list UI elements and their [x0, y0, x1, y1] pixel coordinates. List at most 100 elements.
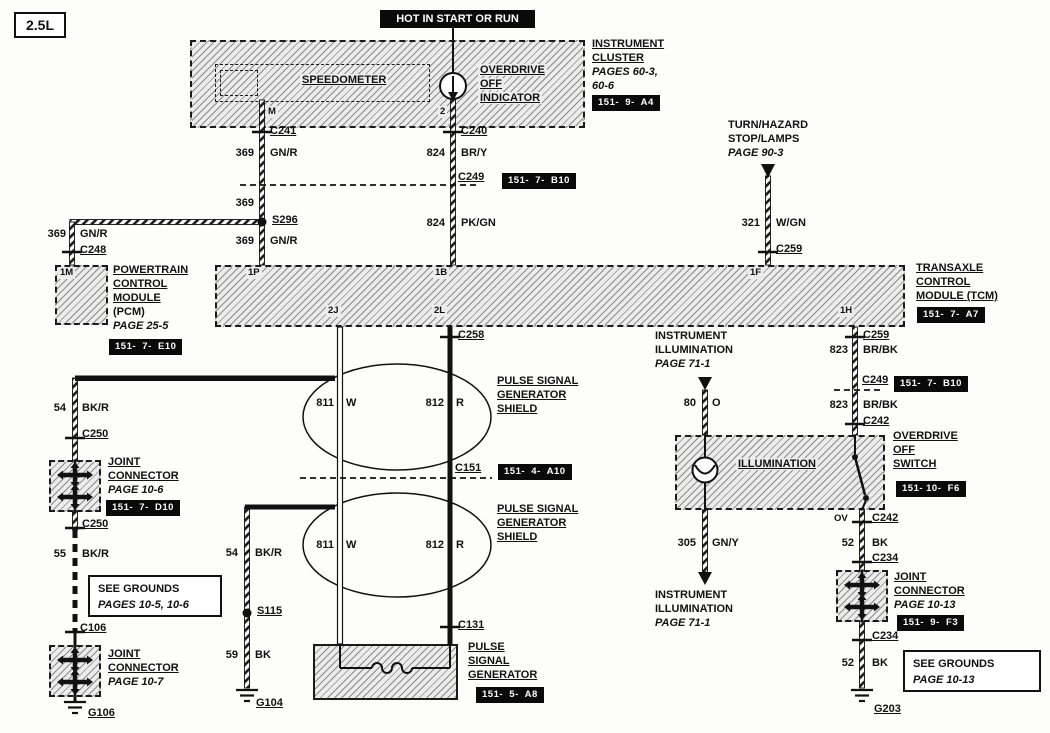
wire-812-number: 812: [425, 397, 444, 409]
cluster-title: CLUSTER: [592, 52, 644, 64]
grid-ref-jc3: 151- 9- F3: [897, 615, 965, 631]
wire-823-color: BR/BK: [863, 344, 898, 356]
wire-80-color: O: [712, 397, 721, 409]
illumination-switch-box: [675, 435, 885, 510]
grid-ref-cluster: 151- 9- A4: [592, 95, 660, 111]
connector-c242: C242: [863, 415, 890, 427]
pcm-title: CONTROL: [113, 278, 168, 290]
joint-connector-title: JOINT: [894, 571, 927, 583]
joint-connector-page: PAGE 10-13: [894, 599, 956, 611]
joint-connector-title: CONNECTOR: [108, 662, 179, 674]
overdrive-indicator-label: OVERDRIVE: [478, 64, 547, 76]
connector-c241: C241: [270, 125, 297, 137]
joint-connector-page: PAGE 10-7: [108, 676, 164, 688]
ground-g106: G106: [88, 707, 115, 719]
wire-812-number: 812: [425, 539, 444, 551]
wire-823-color: BR/BK: [863, 399, 898, 411]
illumination-in-label: ILLUMINATION: [655, 344, 734, 356]
wire-369-number: 369: [235, 235, 254, 247]
turn-hazard-page: PAGE 90-3: [728, 147, 784, 159]
wire-369-color: GN/R: [270, 147, 298, 159]
psg-title: GENERATOR: [468, 669, 538, 681]
wire-55-color: BK/R: [82, 548, 109, 560]
connector-c259: C259: [863, 329, 890, 341]
wire-811-number: 811: [316, 539, 334, 551]
psg-title: PULSE: [468, 641, 505, 653]
grid-ref-c249b: 151- 7- B10: [894, 376, 968, 392]
wire-80-number: 80: [683, 397, 696, 409]
connector-c250: C250: [82, 518, 109, 530]
power-source-banner: HOT IN START OR RUN: [380, 10, 535, 28]
see-grounds-title: SEE GROUNDS: [98, 583, 180, 595]
turn-hazard-label: TURN/HAZARD: [728, 119, 809, 131]
wire-305-number: 305: [677, 537, 696, 549]
cluster-pages: PAGES 60-3,: [592, 66, 658, 78]
wire-811-color: W: [346, 539, 357, 551]
wire-321-number: 321: [741, 217, 760, 229]
wire-812-color: R: [456, 539, 464, 551]
shield-title: PULSE SIGNAL: [497, 503, 579, 515]
wire-369-number: 369: [235, 147, 254, 159]
joint-connector-2-box: [49, 645, 101, 697]
shield-title: GENERATOR: [497, 389, 567, 401]
illumination-in-page: PAGE 71-1: [655, 358, 711, 370]
wire-823-number: 823: [829, 344, 848, 356]
wire-54-color: BK/R: [82, 402, 109, 414]
wire-59-number: 59: [225, 649, 238, 661]
tcm-title: MODULE (TCM): [916, 290, 998, 302]
wire-824-number: 824: [426, 217, 445, 229]
pin-2j: 2J: [326, 305, 341, 317]
wire-824-color: BR/Y: [461, 147, 488, 159]
ground-g203: G203: [874, 703, 901, 715]
illumination-out-label: INSTRUMENT: [655, 589, 728, 601]
grid-ref-c151: 151- 4- A10: [498, 464, 572, 480]
connector-c249: C249: [862, 374, 889, 386]
pcm-title: POWERTRAIN: [113, 264, 189, 276]
grid-ref-odswitch: 151- 10- F6: [896, 481, 966, 497]
connector-c234: C234: [872, 630, 899, 642]
wire-811-number: 811: [316, 397, 334, 409]
connector-c240: C240: [461, 125, 488, 137]
grid-ref-psg: 151- 5- A8: [476, 687, 544, 703]
ground-symbols: [62, 688, 875, 715]
wire-55-number: 55: [53, 548, 66, 560]
connector-c234: C234: [872, 552, 899, 564]
overdrive-indicator-label: OFF: [478, 78, 504, 90]
pcm-title: (PCM): [113, 306, 145, 318]
see-grounds-note-1: SEE GROUNDS PAGES 10-5, 10-6: [88, 575, 222, 617]
splice-s115: S115: [257, 605, 283, 617]
pin-2l: 2L: [432, 305, 448, 317]
wire-52-number: 52: [841, 657, 854, 669]
wire-369-color: GN/R: [80, 228, 108, 240]
engine-label: 2.5L: [14, 12, 66, 38]
pin-2: 2: [438, 106, 448, 118]
wire-369-number: 369: [235, 197, 254, 209]
joint-connector-3-box: [836, 570, 888, 622]
pin-1p: 1P: [246, 267, 262, 279]
shield-title: SHIELD: [497, 403, 538, 415]
cluster-title: INSTRUMENT: [592, 38, 665, 50]
wire-59-color: BK: [255, 649, 271, 661]
pcm-title: MODULE: [113, 292, 161, 304]
pin-ov: OV: [834, 513, 848, 524]
psg-title: SIGNAL: [468, 655, 510, 667]
see-grounds-pages: PAGES 10-5, 10-6: [98, 599, 189, 611]
speed-sensor-box: [220, 70, 258, 96]
wire-52-color: BK: [872, 657, 888, 669]
connector-c151: C151: [455, 462, 482, 474]
shield-title: SHIELD: [497, 531, 538, 543]
connector-c250: C250: [82, 428, 109, 440]
connector-c258: C258: [458, 329, 485, 341]
joint-connector-title: CONNECTOR: [108, 470, 179, 482]
connector-ticks: [60, 130, 874, 642]
joint-connector-title: JOINT: [108, 648, 141, 660]
od-switch-title: OFF: [893, 444, 915, 456]
wire-305-color: GN/Y: [712, 537, 739, 549]
wire-54-color: BK/R: [255, 547, 282, 559]
see-grounds-title: SEE GROUNDS: [913, 658, 995, 670]
wire-369-color: GN/R: [270, 235, 298, 247]
connector-c242: C242: [872, 512, 899, 524]
tcm-title: CONTROL: [916, 276, 971, 288]
wire-824-color: PK/GN: [461, 217, 496, 229]
